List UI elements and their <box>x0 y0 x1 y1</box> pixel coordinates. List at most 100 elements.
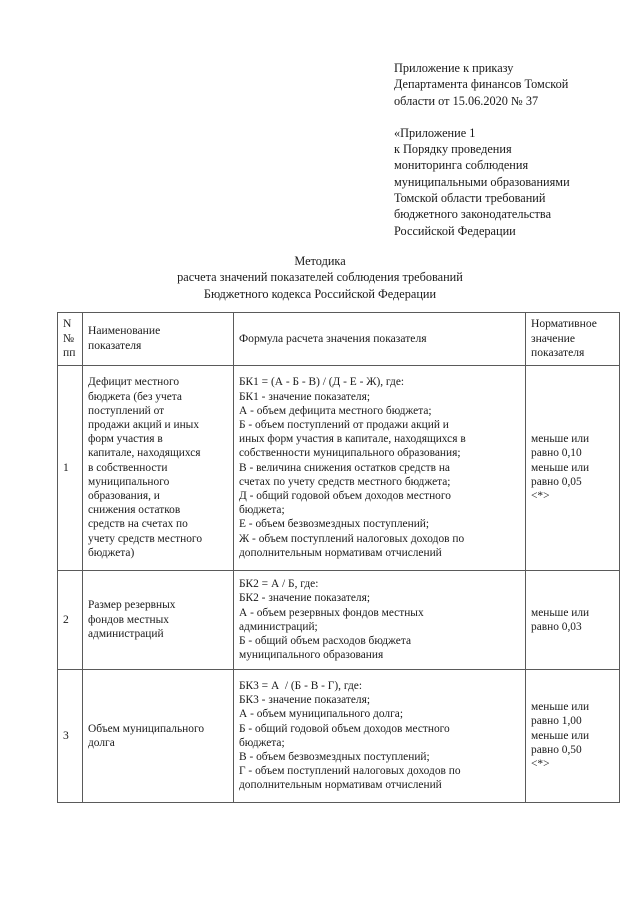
row-number: 2 <box>57 569 83 670</box>
column-header-formula-line: Формула расчета значения показателя <box>239 331 427 345</box>
row-indicator-name-line: бюджета (без учета <box>88 390 182 403</box>
table-row: 3 Объем муниципального долга БК3 = А / (… <box>57 668 620 803</box>
row-formula-line: Ж - объем поступлений налоговых доходов … <box>239 532 465 545</box>
order-reference-line: Департамента финансов Томской <box>394 77 569 92</box>
table-row: 1 Дефицит местного бюджета (без учета по… <box>57 364 620 571</box>
row-normative-value-footnote: <*> <box>531 490 550 503</box>
row-formula-line: В - объем безвозмездных поступлений; <box>239 750 430 763</box>
row-normative-value-line: меньше или <box>531 461 590 474</box>
page-title-line-2: расчета значений показателей соблюдения … <box>177 270 463 285</box>
table-header-row: N № пп Наименование показателя Формула р… <box>57 312 620 366</box>
row-indicator-name-line: средств на счетах по <box>88 518 188 531</box>
row-indicator-name-line: Дефицит местного <box>88 376 180 389</box>
row-indicator-name-line: форм участия в <box>88 433 163 446</box>
column-header-normative-value-line: показателя <box>531 346 585 360</box>
row-indicator-name-line: в собственности <box>88 461 168 474</box>
annex-reference-line: муниципальными образованиями <box>394 174 570 189</box>
column-header-indicator-name-line: показателя <box>88 338 142 352</box>
order-reference: Приложение к приказу Департамента финанс… <box>394 60 634 109</box>
annex-reference-line: Российской Федерации <box>394 223 516 238</box>
row-formula-line: счетах по учету средств местного бюджета… <box>239 475 451 488</box>
table-row: 2 Размер резервных фондов местных админи… <box>57 569 620 670</box>
row-indicator-name-line: продажи акций и иных <box>88 419 200 432</box>
column-header-indicator-name: Наименование показателя <box>82 312 234 366</box>
column-header-number-line: пп <box>63 346 76 360</box>
page-title-line-3: Бюджетного кодекса Российской Федерации <box>203 286 437 301</box>
column-header-number-line: N <box>63 317 72 330</box>
methodology-table-wrapper: N № пп Наименование показателя Формула р… <box>57 312 620 803</box>
row-indicator-name-line: муниципального <box>88 475 170 488</box>
approval-block: Приложение к приказу Департамента финанс… <box>394 60 634 239</box>
row-normative-value-line: равно 0,03 <box>531 620 582 633</box>
row-indicator-name-line: учету средств местного <box>88 532 203 545</box>
row-normative-value: меньше или равно 0,03 <box>525 569 620 670</box>
row-normative-value-line: меньше или <box>531 433 590 446</box>
row-indicator-name-line: образования, и <box>88 490 160 503</box>
row-formula: БК3 = А / (Б - В - Г), где: БК3 - значен… <box>233 668 526 803</box>
row-formula-line: Г - объем поступлений налоговых доходов … <box>239 765 461 778</box>
column-header-normative-value: Нормативное значение показателя <box>525 312 620 366</box>
row-indicator-name-line: долга <box>88 736 115 749</box>
row-formula-line: бюджета; <box>239 504 285 517</box>
row-formula-line: В - величина снижения остатков средств н… <box>239 461 450 474</box>
row-indicator-name-line: снижения остатков <box>88 504 181 517</box>
annex-reference-line: к Порядку проведения <box>394 142 512 157</box>
row-indicator-name-line: фондов местных <box>88 613 169 626</box>
row-formula-line: А - объем дефицита местного бюджета; <box>239 404 432 417</box>
order-reference-line: Приложение к приказу <box>394 61 514 75</box>
row-formula-line: администраций; <box>239 620 318 633</box>
annex-reference: «Приложение 1 к Порядку проведения монит… <box>394 125 634 239</box>
row-formula-line: А - объем муниципального долга; <box>239 708 403 721</box>
row-formula-line: бюджета; <box>239 736 285 749</box>
annex-reference-line: Томской области требований <box>394 191 546 206</box>
row-indicator-name-line: администраций <box>88 627 164 640</box>
row-formula: БК1 = (А - Б - В) / (Д - Е - Ж), где: БК… <box>233 364 526 571</box>
row-formula: БК2 = А / Б, где: БК2 - значение показат… <box>233 569 526 670</box>
row-formula-line: дополнительным нормативам отчислений <box>239 779 442 792</box>
row-indicator-name-line: капитале, находящихся <box>88 447 201 460</box>
row-formula-line: Б - общий годовой объем доходов местного <box>239 722 450 735</box>
row-normative-value-line: равно 0,05 <box>531 475 582 488</box>
row-formula-line: Д - общий годовой объем доходов местного <box>239 490 451 503</box>
row-normative-value-line: меньше или <box>531 606 590 619</box>
row-indicator-name: Размер резервных фондов местных админист… <box>82 569 234 670</box>
row-indicator-name-line: Объем муниципального <box>88 722 205 735</box>
column-header-indicator-name-line: Наименование <box>88 324 161 338</box>
row-formula-line: Е - объем безвозмездных поступлений; <box>239 518 430 531</box>
row-normative-value-line: меньше или <box>531 701 590 714</box>
row-formula-line: иных форм участия в капитале, находящихс… <box>239 433 466 446</box>
row-indicator-name-line: бюджета) <box>88 546 135 559</box>
row-normative-value-line: меньше или <box>531 729 590 742</box>
row-normative-value-line: равно 0,10 <box>531 447 582 460</box>
column-header-formula: Формула расчета значения показателя <box>233 312 526 366</box>
row-indicator-name-line: поступлений от <box>88 404 165 417</box>
row-normative-value-line: равно 1,00 <box>531 715 582 728</box>
row-formula-line: БК1 = (А - Б - В) / (Д - Е - Ж), где: <box>239 376 405 389</box>
row-formula-line: дополнительным нормативам отчислений <box>239 546 442 559</box>
row-formula-line: БК1 - значение показателя; <box>239 390 370 403</box>
row-formula-line: Б - общий объем расходов бюджета <box>239 634 412 647</box>
page-title: Методика расчета значений показателей со… <box>0 253 640 302</box>
row-number: 3 <box>57 668 83 803</box>
page-title-line-1: Методика <box>294 254 346 268</box>
order-reference-line: области от 15.06.2020 № 37 <box>394 93 539 108</box>
annex-reference-line: бюджетного законодательства <box>394 207 552 222</box>
row-normative-value: меньше или равно 0,10 меньше или равно 0… <box>525 364 620 571</box>
column-header-number-line: № <box>63 331 75 345</box>
row-formula-line: БК3 - значение показателя; <box>239 694 370 707</box>
annex-reference-line: «Приложение 1 <box>394 125 476 140</box>
table-header: N № пп Наименование показателя Формула р… <box>57 312 620 366</box>
column-header-number: N № пп <box>57 312 83 366</box>
row-formula-line: А - объем резервных фондов местных <box>239 606 424 619</box>
row-indicator-name: Объем муниципального долга <box>82 668 234 803</box>
row-normative-value-line: равно 0,50 <box>531 743 582 756</box>
methodology-table: N № пп Наименование показателя Формула р… <box>57 312 620 803</box>
row-formula-line: БК2 - значение показателя; <box>239 592 370 605</box>
column-header-normative-value-line: Нормативное <box>531 317 597 330</box>
table-body: 1 Дефицит местного бюджета (без учета по… <box>57 364 620 803</box>
row-formula-line: собственности муниципального образования… <box>239 447 461 460</box>
row-formula-line: Б - объем поступлений от продажи акций и <box>239 419 449 432</box>
annex-reference-line: мониторинга соблюдения <box>394 158 529 173</box>
row-formula-line: муниципального образования <box>239 649 384 662</box>
